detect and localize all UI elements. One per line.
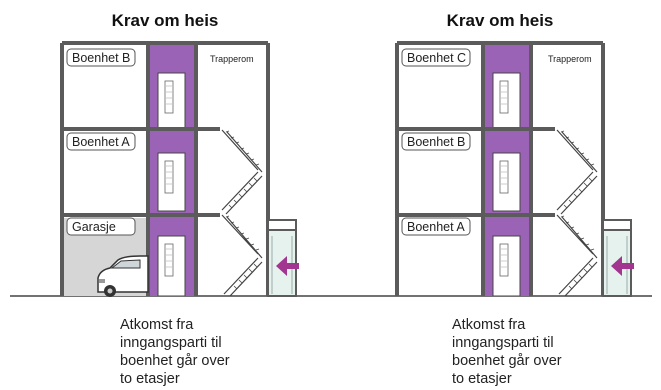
- caption-line: inngangsparti til: [120, 335, 222, 351]
- caption-line: inngangsparti til: [452, 335, 554, 351]
- caption-line: boenhet går over: [452, 353, 562, 369]
- building-walls: [60, 41, 270, 296]
- entrance-vestibule: [602, 219, 632, 297]
- floor-label-top: Boenhet C: [407, 51, 466, 65]
- entry-arrow-icon: [276, 256, 299, 276]
- right-title: Krav om heis: [447, 11, 554, 30]
- car-icon: [97, 255, 149, 297]
- stair-treads: [560, 130, 595, 290]
- floor-label-box: [401, 132, 471, 151]
- stair-treads: [225, 130, 260, 290]
- staircase: [221, 129, 263, 297]
- caption-line: Atkomst fra: [120, 317, 194, 333]
- caption-line: boenhet går over: [120, 353, 230, 369]
- staircase: [556, 129, 598, 297]
- caption-line: to etasjer: [452, 371, 512, 387]
- floor-label-middle: Boenhet B: [407, 135, 465, 149]
- floor-label-middle: Boenhet A: [72, 135, 130, 149]
- elevator-door-bottom: [492, 235, 521, 297]
- floor-label-box: [401, 48, 471, 67]
- elevator-door-bottom: [157, 235, 186, 297]
- entrance-vestibule: [267, 219, 297, 297]
- floor-label-box: [401, 217, 471, 236]
- elevator-door-middle: [492, 152, 521, 212]
- floor-label-bottom: Boenhet A: [407, 220, 465, 234]
- floor-label-box: [66, 132, 136, 151]
- caption-line: Atkomst fra: [452, 317, 526, 333]
- entry-arrow-icon: [611, 256, 634, 276]
- floor-label-box: [66, 217, 136, 236]
- caption-line: to etasjer: [120, 371, 180, 387]
- elevator-door-top: [157, 72, 186, 129]
- stair-label: Trapperom: [210, 54, 254, 64]
- stair-label: Trapperom: [548, 54, 592, 64]
- floor-label-top: Boenhet B: [72, 51, 130, 65]
- left-title: Krav om heis: [112, 11, 219, 30]
- building-walls: [395, 41, 605, 296]
- elevator-door-top: [492, 72, 521, 129]
- elevator-door-middle: [157, 152, 186, 212]
- floor-label-box: [66, 48, 136, 67]
- floor-label-bottom: Garasje: [72, 220, 116, 234]
- left-caption: Atkomst fra inngangsparti til boenhet gå…: [120, 316, 230, 388]
- left-building: Krav om heis: [60, 11, 299, 297]
- right-caption: Atkomst fra inngangsparti til boenhet gå…: [452, 316, 562, 388]
- right-building: Krav om heis: [395, 11, 634, 297]
